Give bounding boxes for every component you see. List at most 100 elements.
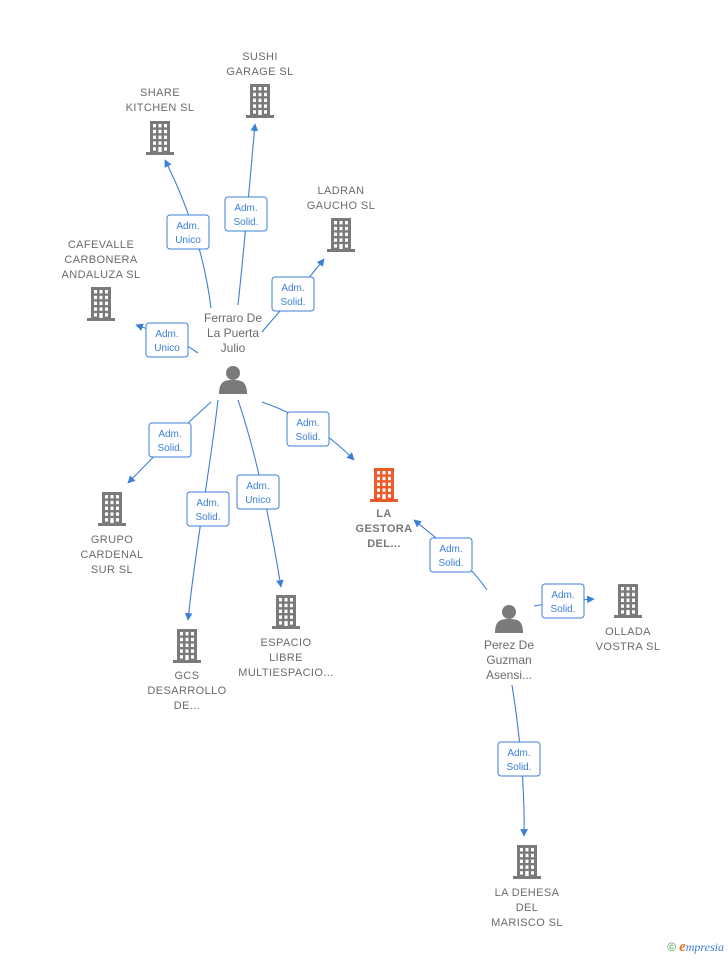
edge-label-text: Solid. (550, 604, 575, 615)
edge-label-box (186, 491, 230, 527)
edge-label-text: Adm. (281, 283, 304, 294)
edge-label-text: Adm. (507, 748, 530, 759)
edge-ferraro-gestora: Adm.Solid. (261, 401, 355, 461)
brand-initial: e (679, 939, 686, 955)
node-ollada[interactable]: OLLADA VOSTRA SL (596, 584, 661, 653)
edge-perez-gestora: Adm. Solid. (413, 519, 488, 591)
edge-label-text: Solid. (438, 558, 463, 569)
node-gcs[interactable]: GCS DESARROLLO DE... (147, 629, 226, 712)
edge-ferraro-share: Adm. Unico (164, 159, 212, 309)
edge-label-text: Adm. (439, 544, 462, 555)
edge-role-label[interactable]: Adm. Unico (166, 214, 210, 250)
node-label-line: GESTORA (356, 523, 413, 535)
node-label-line: LA DEHESA (495, 887, 560, 899)
edge-label-text: Adm. (158, 429, 181, 440)
node-grupo[interactable]: GRUPO CARDENAL SUR SL (80, 492, 143, 576)
node-label-line: Guzman (486, 653, 531, 667)
edge-label-text: Solid. (157, 443, 182, 454)
edge-role-label[interactable]: Adm. Solid. (429, 537, 473, 573)
node-label-line: SUSHI (242, 51, 278, 63)
edge-perez-dehesa: Adm. Solid. (497, 684, 541, 837)
node-label-line: GARAGE SL (226, 66, 293, 78)
building-icon (87, 287, 115, 321)
copyright-icon: © (667, 940, 677, 954)
edge-label-text: Adm. (246, 481, 269, 492)
node-label-line: DESARROLLO (147, 685, 226, 697)
node-espacio[interactable]: ESPACIOLIBREMULTIESPACIO... (238, 595, 333, 679)
node-cafevalle[interactable]: CAFEVALLE CARBONERA ANDALUZA SL (62, 239, 141, 321)
node-label-line: LIBRE (269, 652, 303, 664)
edge-label-text: Solid. (295, 432, 320, 443)
brand-name: mpresia (685, 940, 724, 954)
edge-perez-ollada: Adm.Solid. (533, 583, 595, 619)
edge-label-text: Adm. (176, 221, 199, 232)
edge-role-label[interactable]: Adm.Solid. (541, 583, 585, 619)
edge-ferraro-gcs: Adm.Solid. (184, 399, 230, 621)
node-dehesa[interactable]: LA DEHESA DEL MARISCO SL (491, 845, 563, 929)
node-label-line: MARISCO SL (491, 917, 563, 929)
node-gestora[interactable]: LAGESTORADEL... (356, 468, 413, 550)
node-label-line: GAUCHO SL (307, 200, 375, 212)
node-label-line: KITCHEN SL (126, 102, 195, 114)
edge-label-text: Solid. (506, 762, 531, 773)
node-label-line: La Puerta (207, 326, 259, 340)
edge-label-box (271, 276, 315, 312)
edge-ferraro-sushi: Adm.Solid. (224, 123, 268, 306)
node-label-line: Ferraro De (204, 311, 262, 325)
edges-layer: Adm.Solid.Adm.UnicoAdm.Solid.Adm.UnicoAd… (127, 123, 595, 837)
edge-label-box (541, 583, 585, 619)
edge-label-text: Solid. (195, 512, 220, 523)
edge-label-box (429, 537, 473, 573)
node-label-line: CAFEVALLE (68, 239, 134, 251)
node-label-line: CARBONERA (64, 254, 138, 266)
building-icon (513, 845, 541, 879)
edge-role-label[interactable]: Adm. Solid. (497, 741, 541, 777)
edge-label-box (166, 214, 210, 250)
node-label-line: OLLADA (605, 626, 651, 638)
node-label-line: VOSTRA SL (596, 641, 661, 653)
node-sushi[interactable]: SUSHI GARAGE SL (226, 51, 293, 118)
node-label-line: Julio (221, 341, 246, 355)
node-label-line: ANDALUZA SL (62, 269, 141, 281)
node-label-line: Asensi... (486, 668, 532, 682)
building-icon (327, 218, 355, 252)
node-label-line: GRUPO (91, 534, 133, 546)
edge-role-label[interactable]: Adm. Solid. (271, 276, 315, 312)
edge-label-text: Unico (245, 495, 271, 506)
edge-label-box (148, 422, 192, 458)
node-label-line: CARDENAL (80, 549, 143, 561)
edge-role-label[interactable]: Adm. Solid. (148, 422, 192, 458)
building-icon (272, 595, 300, 629)
footer-brand: ©empresia (667, 939, 724, 956)
edge-role-label[interactable]: Adm. Unico (236, 474, 280, 510)
edge-label-text: Unico (154, 343, 180, 354)
edge-role-label[interactable]: Adm.Solid. (286, 411, 330, 447)
building-icon (614, 584, 642, 618)
edge-role-label[interactable]: Adm.Solid. (186, 491, 230, 527)
edge-ferraro-cafevalle: Adm. Unico (135, 322, 199, 358)
edge-ferraro-ladran: Adm. Solid. (261, 258, 325, 333)
edge-label-box (145, 322, 189, 358)
node-label-line: LA (376, 508, 391, 520)
edge-role-label[interactable]: Adm. Unico (145, 322, 189, 358)
node-label-line: Perez De (484, 638, 534, 652)
edge-role-label[interactable]: Adm.Solid. (224, 196, 268, 232)
edge-label-text: Solid. (280, 297, 305, 308)
node-perez[interactable]: Perez DeGuzmanAsensi... (484, 605, 534, 682)
edge-label-box (236, 474, 280, 510)
node-label-line: DEL (516, 902, 539, 914)
edge-label-text: Unico (175, 235, 201, 246)
building-icon (146, 121, 174, 155)
edge-ferraro-grupo: Adm. Solid. (127, 401, 212, 484)
edge-label-text: Adm. (155, 329, 178, 340)
node-label-line: DE... (174, 700, 200, 712)
node-label-line: GCS (174, 670, 199, 682)
person-icon (219, 366, 247, 394)
building-icon (370, 468, 398, 502)
node-label-line: MULTIESPACIO... (238, 667, 333, 679)
node-label-line: SUR SL (91, 564, 133, 576)
